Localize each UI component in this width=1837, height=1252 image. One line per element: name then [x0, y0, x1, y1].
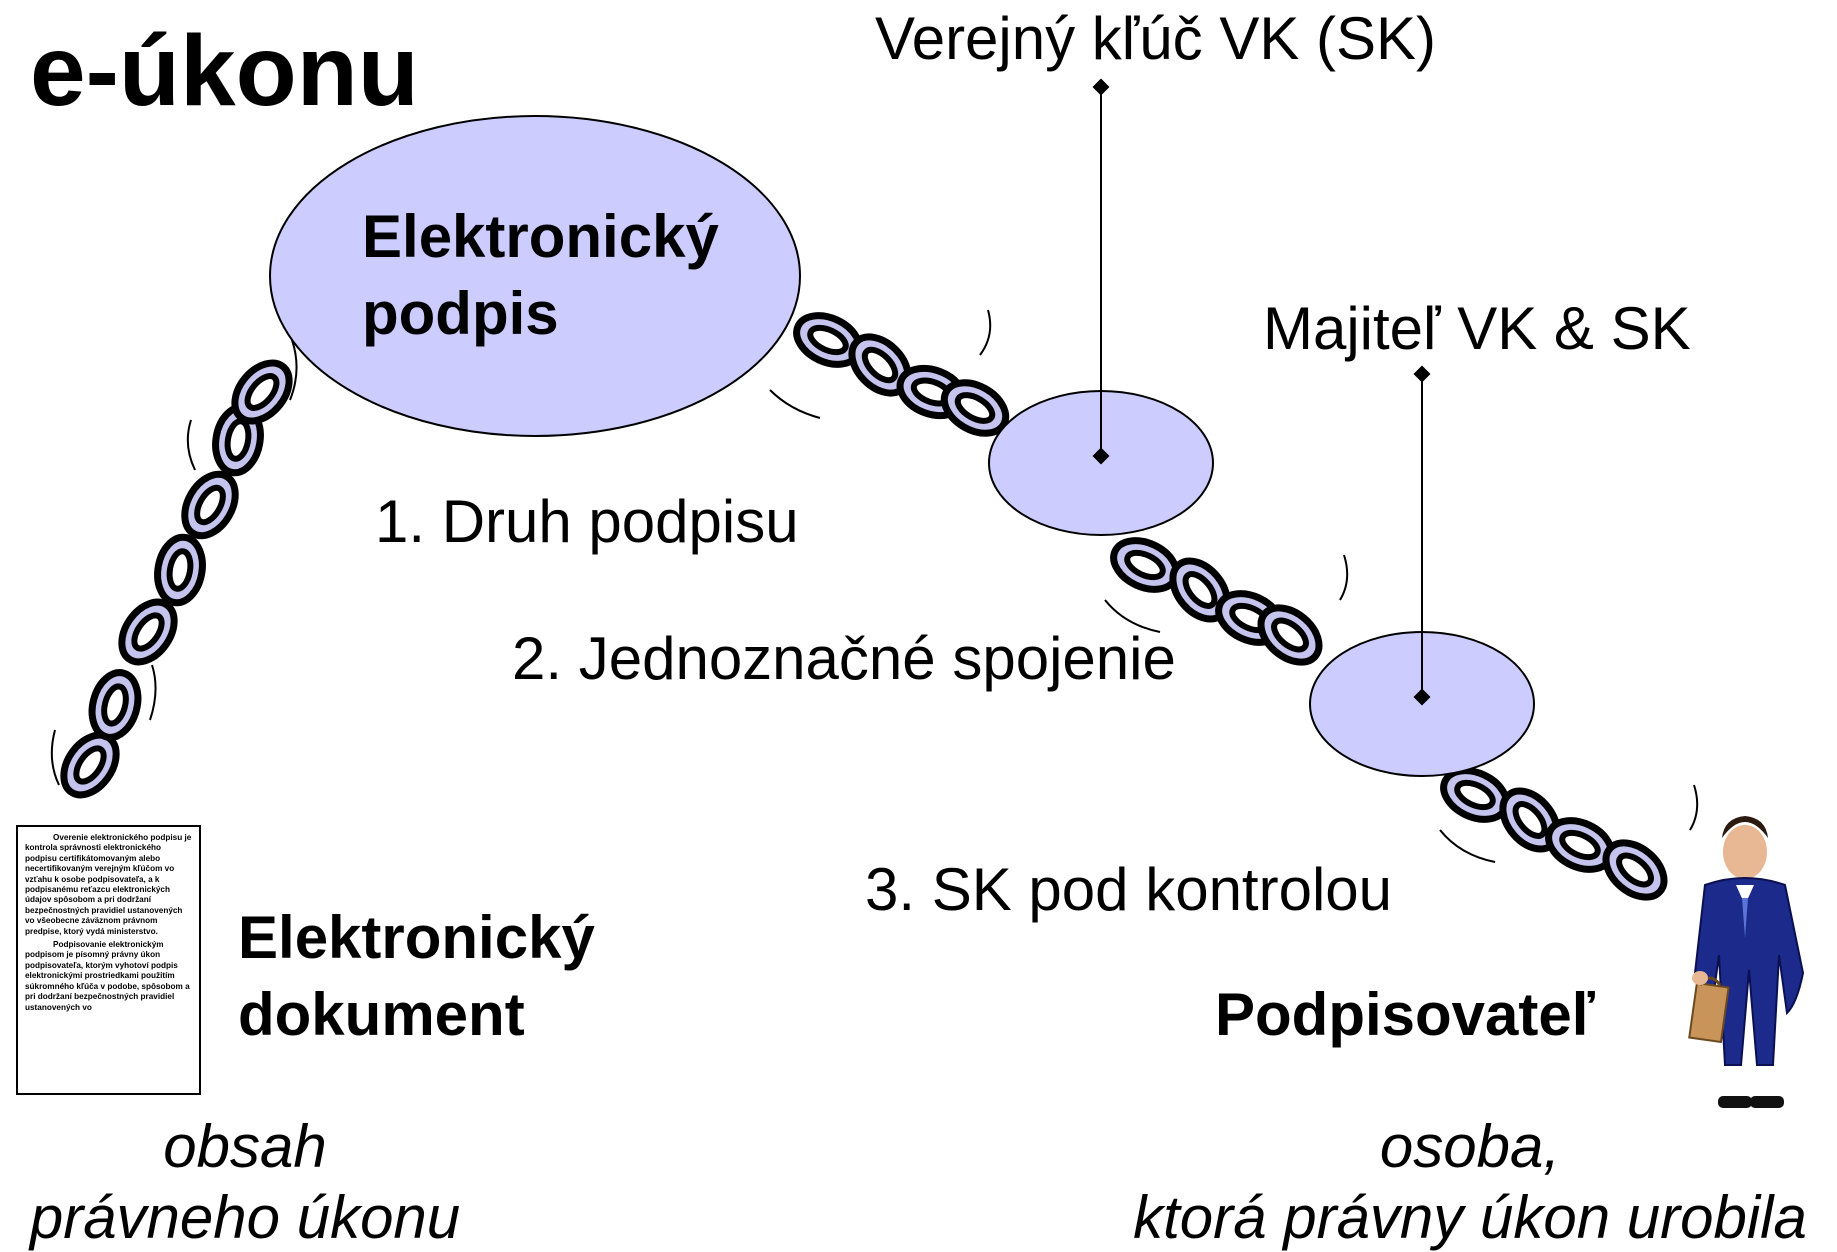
step-1-label: 1. Druh podpisu: [375, 488, 799, 555]
chain-icon-left: [52, 339, 300, 805]
page-title: e-úkonu: [30, 15, 419, 127]
document-caption-line2: právneho úkonu: [29, 1184, 461, 1251]
document-label-line1: Elektronický: [238, 904, 595, 971]
person-icon: [1688, 816, 1805, 1108]
signature-label-line2: podpis: [362, 280, 559, 347]
step-2-label: 2. Jednoznačné spojenie: [512, 625, 1176, 692]
signature-ellipse: [269, 115, 801, 437]
document-caption-line1: obsah: [163, 1113, 327, 1180]
owner-label: Majiteľ VK & SK: [1263, 295, 1691, 362]
public-key-label: Verejný kľúč VK (SK): [875, 5, 1437, 72]
signature-label-line1: Elektronický: [362, 203, 719, 270]
document-paragraph-2: Podpisovanie elektronickým podpisom je p…: [25, 940, 190, 1012]
step-3-label: 3. SK pod kontrolou: [865, 856, 1393, 923]
document-paragraph-1: Overenie elektronického podpisu je kontr…: [25, 833, 192, 936]
signer-label: Podpisovateľ: [1215, 981, 1595, 1048]
chain-icon-middle: [769, 306, 1015, 443]
document-icon: Overenie elektronického podpisu je kontr…: [16, 825, 201, 1095]
signer-caption-line2: ktorá právny úkon urobila: [1133, 1184, 1807, 1251]
document-label-line2: dokument: [238, 981, 525, 1048]
chain-icon-lower: [1105, 531, 1349, 673]
chain-icon-right: [1436, 761, 1699, 908]
signer-caption-line1: osoba,: [1379, 1113, 1561, 1180]
